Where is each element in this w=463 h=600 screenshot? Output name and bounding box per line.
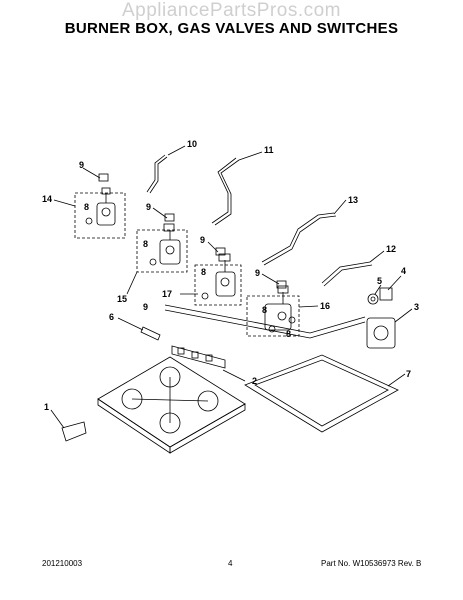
- callout-17: 17: [162, 289, 172, 299]
- page-title: BURNER BOX, GAS VALVES AND SWITCHES: [64, 20, 399, 37]
- leader-lines: [50, 145, 413, 429]
- callout-13: 13: [348, 195, 358, 205]
- callout-8b: 8: [143, 239, 148, 249]
- washer-5: [367, 293, 379, 305]
- fitting-4: [379, 287, 393, 301]
- gas-tube-11: [211, 157, 237, 224]
- footer-page-number: 4: [228, 559, 233, 568]
- spring-8c: [201, 292, 209, 300]
- gasket-7: [244, 354, 399, 433]
- gas-manifold-pipe: [164, 304, 366, 334]
- footer-code: 201210003: [42, 559, 83, 568]
- callout-8a: 8: [84, 202, 89, 212]
- valve-group-box-16: [246, 295, 300, 337]
- callout-8d: 8: [262, 305, 267, 315]
- callout-9d: 9: [255, 268, 260, 278]
- callout-1: 1: [44, 402, 49, 412]
- callout-5: 5: [377, 276, 382, 286]
- callout-9b: 9: [146, 202, 151, 212]
- valve-group-box-14: [74, 192, 126, 239]
- callout-labels: 1 2 3 4 5 6 7 8 8 8 8 8 9 9 9 9 9 10 11 …: [42, 139, 419, 412]
- gas-tube-13: [261, 212, 335, 263]
- spring-8b: [149, 258, 157, 266]
- gas-valve-16: [264, 285, 292, 331]
- switch-rail-2: [171, 345, 226, 369]
- valve-group-box-17: [194, 264, 242, 306]
- switch-1: [61, 421, 87, 442]
- callout-4: 4: [401, 266, 406, 276]
- callout-12: 12: [386, 244, 396, 254]
- callout-6: 6: [109, 312, 114, 322]
- gas-valve-14: [96, 187, 116, 226]
- callout-8e: 8: [286, 329, 291, 339]
- spring-8a: [85, 217, 93, 225]
- callout-11: 11: [264, 145, 274, 155]
- callout-15: 15: [117, 294, 127, 304]
- watermark: AppliancePartsPros.com: [121, 0, 342, 21]
- callout-14: 14: [42, 194, 52, 204]
- callout-9a: 9: [79, 160, 84, 170]
- gas-valve-17: [215, 253, 236, 297]
- pressure-regulator-3: [366, 317, 396, 349]
- valve-group-box-15: [136, 229, 188, 273]
- burner-box-tray: [97, 356, 246, 454]
- spark-electrode-6: [140, 326, 161, 341]
- spring-8e: [288, 316, 296, 324]
- callout-9e: 9: [143, 302, 148, 312]
- callout-3: 3: [414, 302, 419, 312]
- gas-tube-10: [146, 154, 166, 193]
- callout-2: 2: [252, 376, 257, 386]
- callout-7: 7: [406, 369, 411, 379]
- callout-8c: 8: [201, 267, 206, 277]
- footer-part-number: Part No. W10536973 Rev. B: [321, 559, 422, 568]
- screw-9-group: [98, 173, 287, 289]
- callout-10: 10: [187, 139, 197, 149]
- gas-valve-15: [159, 223, 181, 265]
- callout-16: 16: [320, 301, 330, 311]
- gas-tube-12: [321, 261, 371, 284]
- callout-9c: 9: [200, 235, 205, 245]
